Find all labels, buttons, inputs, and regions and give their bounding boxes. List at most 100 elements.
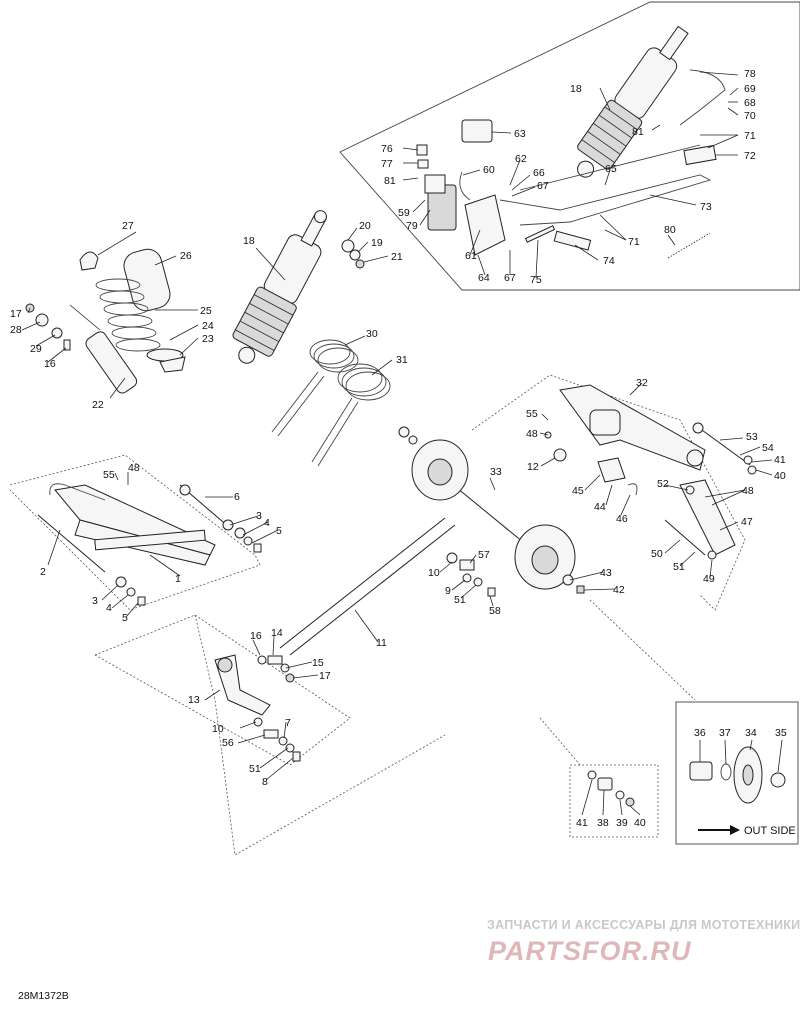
washer-39 — [615, 790, 625, 800]
callout-77: 77 — [381, 158, 393, 170]
wheel-34-hub — [742, 764, 754, 786]
callout-55-left: 55 — [103, 469, 115, 481]
shock-absorber-upper — [577, 25, 689, 178]
callout-18-top: 18 — [570, 83, 582, 95]
callout-9: 9 — [445, 585, 451, 597]
fitting-77 — [417, 159, 429, 169]
callout-11: 11 — [376, 637, 387, 649]
callout-67-bottom: 67 — [504, 272, 516, 284]
ring-37 — [720, 763, 732, 781]
shaft-2 — [37, 514, 106, 573]
callout-19: 19 — [371, 237, 383, 249]
bolt-5a — [137, 596, 146, 606]
washer-20 — [341, 239, 355, 253]
spring-80 — [667, 232, 711, 259]
leader-lines — [21, 71, 783, 816]
callout-70: 70 — [744, 110, 756, 122]
inset2-leader-dash — [539, 717, 581, 766]
washer-41b — [587, 770, 597, 780]
callout-18-left: 18 — [243, 235, 255, 247]
callout-58: 58 — [489, 605, 501, 617]
washer-52 — [685, 485, 695, 495]
callout-46: 46 — [616, 513, 628, 525]
sleeve-56 — [263, 729, 279, 739]
callout-49: 49 — [703, 573, 715, 585]
sleeve-14 — [267, 655, 283, 665]
axle-33 — [411, 439, 576, 590]
shock-absorber-18 — [232, 210, 327, 364]
callout-51-mid: 51 — [454, 594, 466, 606]
callout-61: 61 — [465, 250, 477, 262]
support-61 — [464, 194, 506, 256]
callout-45: 45 — [572, 485, 584, 497]
bolt-8 — [292, 751, 301, 762]
callout-48-right: 48 — [526, 428, 538, 440]
callout-78: 78 — [744, 68, 756, 80]
callout-17-top: 17 — [10, 308, 22, 320]
washer-41a — [743, 455, 753, 465]
bolt-16-top — [63, 339, 71, 351]
bracket-74 — [553, 230, 592, 251]
nut-17b — [285, 673, 295, 683]
callout-76: 76 — [381, 143, 393, 155]
clip-23 — [159, 356, 186, 373]
rear-arm-dash-box — [471, 374, 746, 611]
callout-3-left: 3 — [92, 595, 98, 607]
callout-62: 62 — [515, 153, 527, 165]
torsion-spring-31 — [311, 363, 391, 467]
callout-8: 8 — [262, 776, 268, 788]
callout-3-right: 3 — [256, 510, 262, 522]
callout-51-right: 51 — [673, 561, 685, 573]
callout-6: 6 — [234, 491, 240, 503]
callout-64: 64 — [478, 272, 490, 284]
cable-60 — [459, 171, 471, 201]
callout-5-left: 5 — [122, 612, 128, 624]
bushing-13 — [217, 657, 233, 673]
bushing-28 — [35, 313, 49, 327]
link-bar-11 — [279, 517, 456, 656]
callout-53: 53 — [746, 431, 758, 443]
tension-rod-53 — [692, 422, 751, 466]
bolt-head-33 — [398, 426, 410, 438]
callout-20: 20 — [359, 220, 371, 232]
callout-71-top: 71 — [744, 130, 756, 142]
callout-71-low: 71 — [628, 236, 640, 248]
nut-42 — [576, 585, 585, 594]
link-rod-6 — [179, 484, 234, 531]
callout-4-right: 4 — [264, 517, 270, 529]
callout-16-top: 16 — [44, 358, 56, 370]
callout-2: 2 — [40, 566, 46, 578]
spring-25 — [95, 278, 161, 352]
washer-49 — [707, 550, 717, 560]
callout-5-right: 5 — [276, 525, 282, 537]
bolt-5b — [253, 543, 262, 553]
washer-29 — [51, 327, 63, 339]
clip-46 — [627, 483, 638, 496]
callout-48-rear: 48 — [742, 485, 754, 497]
rail-65 — [519, 144, 701, 191]
callout-1: 1 — [175, 573, 181, 585]
callout-10-mid: 10 — [428, 567, 440, 579]
callout-32: 32 — [636, 377, 648, 389]
washer-3b — [234, 527, 246, 539]
washer-51a — [473, 577, 483, 587]
callout-65: 65 — [605, 163, 617, 175]
upper-kit-outline — [339, 1, 800, 291]
nut-35 — [770, 772, 786, 788]
nut-40b — [625, 797, 635, 807]
washer-40a — [747, 465, 757, 475]
callout-21: 21 — [391, 251, 403, 263]
shaft-50 — [664, 519, 706, 556]
shock-22-rod — [69, 304, 101, 331]
washer-15 — [280, 663, 290, 673]
actuator-79 — [424, 174, 446, 194]
callout-80: 80 — [664, 224, 676, 236]
bushing-38 — [597, 777, 613, 791]
callout-15: 15 — [312, 657, 324, 669]
callout-31: 31 — [396, 354, 408, 366]
bushing-inset-box — [569, 764, 659, 838]
callout-12: 12 — [527, 461, 539, 473]
washer-10b — [253, 717, 263, 727]
callout-40-inset: 40 — [634, 817, 646, 829]
callout-79: 79 — [406, 220, 418, 232]
